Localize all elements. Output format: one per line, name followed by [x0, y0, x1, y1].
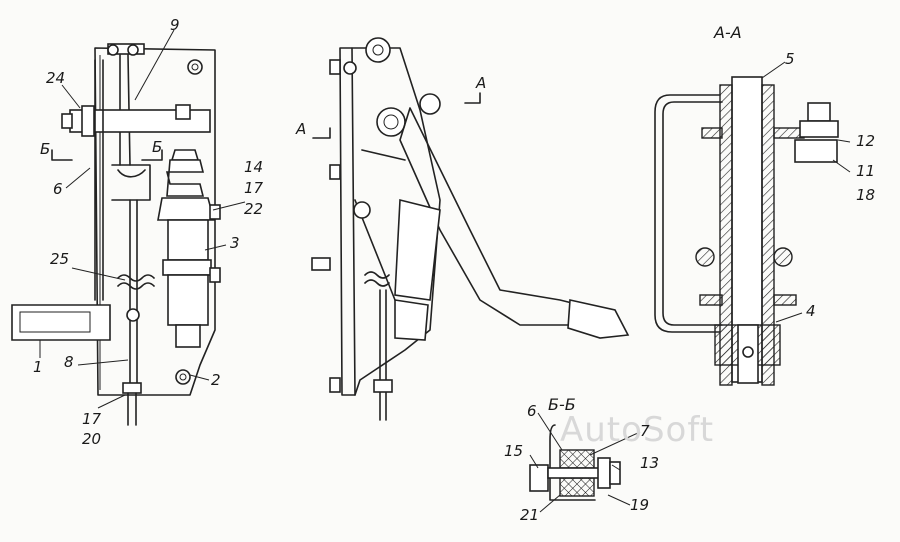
side-view: [11, 43, 221, 426]
section-aa-title: А-А: [714, 23, 742, 42]
leader-lines: [39, 29, 851, 513]
callout-20: 20: [82, 430, 102, 448]
view2-a-left: А: [296, 120, 307, 138]
callout-b19: 19: [630, 496, 650, 514]
callout-6: 6: [53, 180, 63, 198]
callout-4: 4: [806, 302, 816, 320]
callout-18: 18: [856, 186, 876, 204]
callout-2: 2: [211, 371, 221, 389]
callout-17b: 17: [82, 410, 102, 428]
callout-14: 14: [244, 158, 264, 176]
section-bb-title: Б-Б: [548, 395, 576, 414]
callout-b13: 13: [640, 454, 660, 472]
watermark: AutoSoft: [560, 410, 715, 450]
callout-11: 11: [856, 162, 876, 180]
section-b-b: [529, 424, 621, 501]
section-a-a: [654, 76, 839, 386]
callout-b15: 15: [504, 442, 524, 460]
callout-17a: 17: [244, 179, 264, 197]
callout-5: 5: [785, 50, 795, 68]
callout-3: 3: [230, 234, 240, 252]
callout-22: 22: [244, 200, 264, 218]
callout-1: 1: [33, 358, 43, 376]
callout-b21: 21: [520, 506, 540, 524]
callout-25: 25: [50, 250, 70, 268]
callout-8: 8: [64, 353, 74, 371]
callout-24: 24: [46, 69, 66, 87]
front-view: [311, 37, 630, 421]
callout-b7: 7: [640, 422, 650, 440]
view1-b-right: Б: [152, 138, 163, 156]
callout-b6: 6: [527, 402, 537, 420]
callout-12: 12: [856, 132, 876, 150]
callout-9: 9: [170, 16, 180, 34]
view1-b-left: Б: [40, 140, 51, 158]
view2-a-right: А: [476, 74, 487, 92]
